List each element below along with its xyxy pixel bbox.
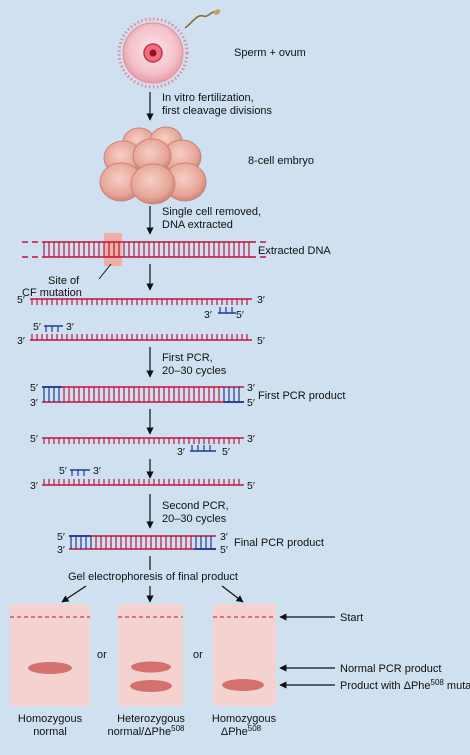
site-label-line2: CF mutation — [22, 287, 82, 299]
second-pcr-label-line2: 20–30 cycles — [162, 513, 227, 525]
final-product-3prime-end-right: 3′ — [220, 531, 228, 543]
template-strand-top — [30, 298, 252, 305]
embryo-illustration — [99, 126, 207, 205]
lane3-caption-line1: Homozygous — [212, 713, 277, 725]
final-product-5prime-end: 5′ — [57, 531, 65, 543]
primer-b-3prime-end: 3′ — [204, 309, 212, 321]
gel-lane-homozygous-mutant — [213, 604, 276, 706]
removed-label-line1: Single cell removed, — [162, 206, 261, 218]
strand4-3prime-end: 3′ — [30, 480, 38, 492]
final-product-label: Final PCR product — [234, 537, 324, 549]
nested-primer-b-5prime-end: 5′ — [222, 446, 230, 458]
first-pcr-label-line2: 20–30 cycles — [162, 365, 227, 377]
first-product-5prime-end: 5′ — [30, 382, 38, 394]
nested-primer-b-3prime-end: 3′ — [177, 446, 185, 458]
sperm-illustration — [184, 9, 221, 29]
strand3-5prime-end: 5′ — [30, 433, 38, 445]
strand1-5prime-end: 5′ — [17, 294, 25, 306]
primer-b-5prime-end: 5′ — [236, 309, 244, 321]
strand2-3prime-end: 3′ — [17, 335, 25, 347]
strand4-5prime-end: 5′ — [247, 480, 255, 492]
band-normal — [131, 661, 171, 673]
lane2-caption-line1: Heterozygous — [117, 713, 185, 725]
nested-primer-a-5prime-end: 5′ — [59, 465, 67, 477]
arrow-lane3 — [221, 585, 244, 603]
band-mutant — [222, 679, 264, 691]
first-product-strand-top — [42, 437, 244, 444]
arrow-lane1 — [61, 585, 87, 603]
lane1-caption-line2: normal — [33, 726, 67, 738]
final-product-3prime-end: 3′ — [57, 544, 65, 556]
embryo-label: 8-cell embryo — [248, 155, 314, 167]
or-label-2: or — [193, 649, 203, 661]
template-strand-bottom — [30, 334, 252, 341]
extracted-dna-duplex — [22, 241, 270, 258]
normal-product-label: Normal PCR product — [340, 663, 441, 675]
first-product-label: First PCR product — [258, 390, 345, 402]
removed-label-line2: DNA extracted — [162, 219, 233, 231]
final-pcr-product-duplex — [69, 535, 216, 550]
nested-primer-forward — [70, 469, 90, 476]
gel-lane-heterozygous — [118, 604, 183, 706]
band-normal — [28, 662, 72, 674]
first-product-5prime-end-right: 5′ — [247, 397, 255, 409]
extracted-dna-label: Extracted DNA — [258, 245, 331, 257]
sperm-ovum-label: Sperm + ovum — [234, 47, 306, 59]
first-pcr-label-line1: First PCR, — [162, 352, 213, 364]
nested-primer-a-3prime-end: 3′ — [93, 465, 101, 477]
first-product-3prime-end-right: 3′ — [247, 382, 255, 394]
primer-forward — [44, 325, 63, 332]
gel-title: Gel electrophoresis of final product — [68, 571, 238, 583]
first-pcr-product-duplex — [42, 386, 244, 403]
gel-lane-homozygous-normal — [10, 604, 90, 706]
primer-reverse — [218, 307, 236, 314]
primer-a-3prime-end: 3′ — [66, 321, 74, 333]
ovum-illustration — [117, 17, 189, 89]
second-pcr-label-line1: Second PCR, — [162, 500, 229, 512]
strand2-5prime-end: 5′ — [257, 335, 265, 347]
strand1-3prime-end: 3′ — [257, 294, 265, 306]
lane3-caption-line2: ΔPhe508 — [221, 724, 262, 738]
lane2-caption-line2: normal/ΔPhe508 — [108, 724, 186, 738]
mutant-product-label: Product with ΔPhe508 mutation — [340, 678, 470, 692]
first-product-3prime-end: 3′ — [30, 397, 38, 409]
ivf-label-line1: In vitro fertilization, — [162, 92, 254, 104]
primer-a-5prime-end: 5′ — [33, 321, 41, 333]
lane1-caption-line1: Homozygous — [18, 713, 83, 725]
first-product-strand-bottom — [42, 479, 244, 486]
site-label-line1: Site of — [48, 275, 80, 287]
mutation-site-pointer — [98, 263, 112, 280]
or-label-1: or — [97, 649, 107, 661]
start-label: Start — [340, 612, 363, 624]
band-mutant — [130, 680, 172, 692]
nested-primer-reverse — [190, 445, 216, 452]
strand3-3prime-end: 3′ — [247, 433, 255, 445]
final-product-5prime-end-right: 5′ — [220, 544, 228, 556]
ivf-label-line2: first cleavage divisions — [162, 105, 273, 117]
